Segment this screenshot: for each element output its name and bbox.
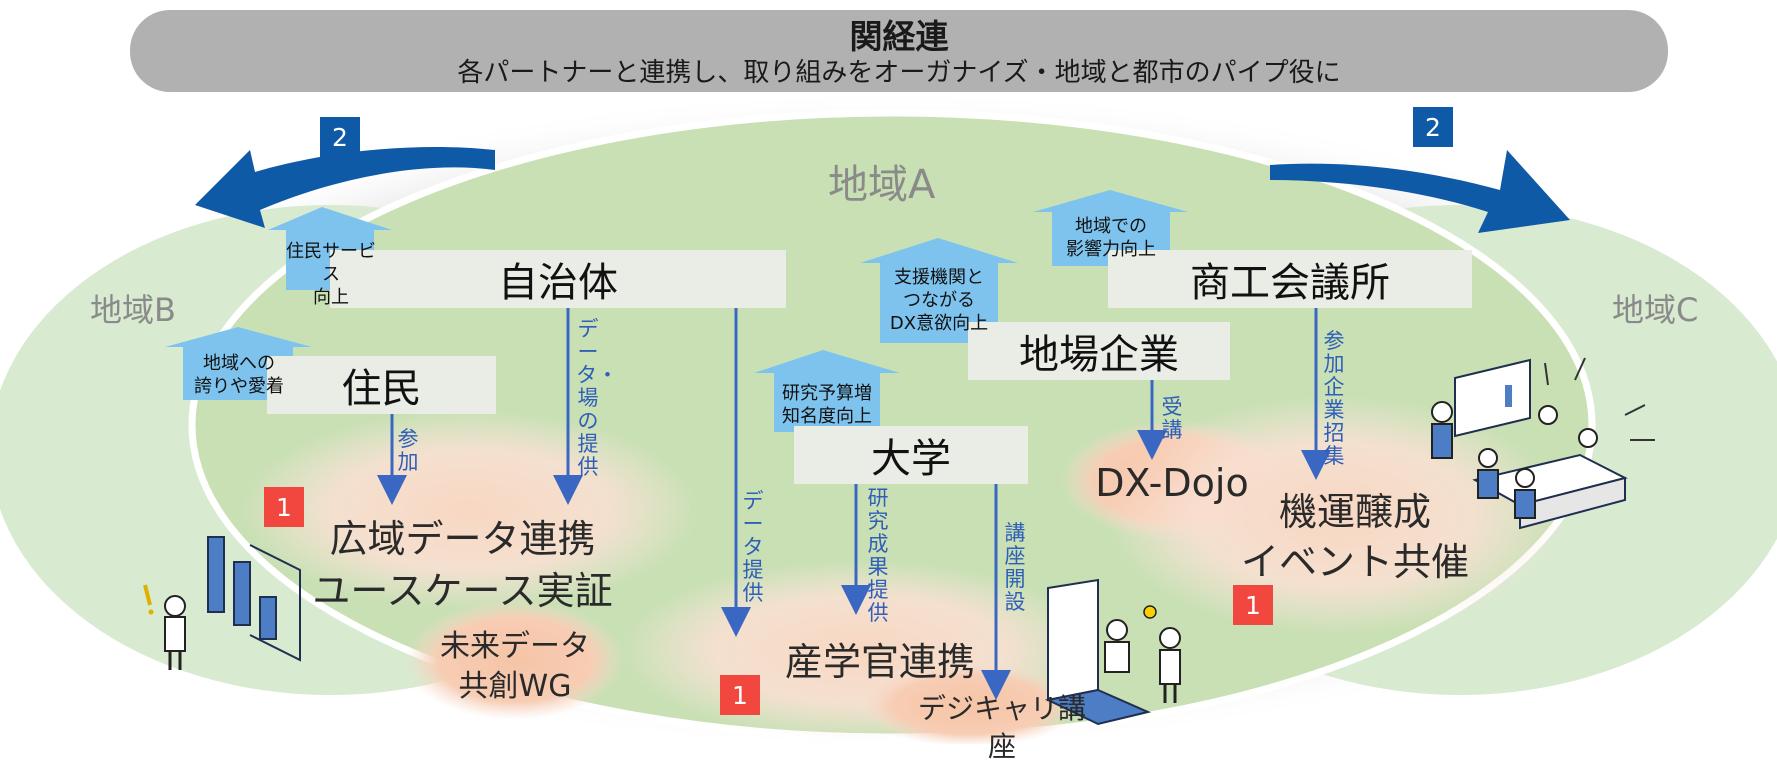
activity-dx-dojo: DX-Dojo — [1095, 461, 1249, 505]
activity-digikyari: デジキャリ講座 — [917, 692, 1086, 763]
badge-red-industry: 1 — [720, 675, 760, 715]
blob-wide-area — [240, 410, 700, 610]
flow-recruit-label: 参加企業招集 — [1323, 329, 1345, 468]
activity-wide-area-line2: ユースケース実証 — [312, 569, 613, 613]
badge-blue-left: 2 — [320, 117, 360, 157]
flow-data-provision-label: データ提供 — [742, 489, 764, 605]
big-arrow-left — [195, 146, 495, 228]
flow-research-label: 研究成果提供 — [867, 486, 889, 625]
flow-attend-label: 受講 — [1161, 395, 1183, 442]
region-b-label: 地域B — [90, 291, 176, 329]
benefit-residents: 地域への 誇りや愛着 — [194, 353, 284, 397]
activity-event-line1: 機運醸成 — [1278, 490, 1431, 534]
benefit-local-business: 支援機関と つながる DX意欲向上 — [889, 267, 989, 334]
blob-digikyari — [860, 663, 1080, 744]
benefit-municipality: 住民サービス 向上 — [286, 241, 376, 308]
activity-future-line1: 未来データ — [440, 629, 590, 664]
chart-person-illustration — [143, 536, 301, 670]
activity-wide-area-line1: 広域データ連携 — [329, 517, 596, 561]
actor-chamber: 商工会議所 — [1108, 250, 1472, 308]
region-c-label: 地域C — [1612, 291, 1699, 329]
actor-university: 大学 — [794, 426, 1028, 484]
actor-residents: 住民 — [267, 356, 496, 414]
actor-municipality: 自治体 — [330, 250, 786, 308]
badge-red-wide-area: 1 — [264, 487, 304, 527]
diagram-canvas: 関経連 各パートナーと連携し、取り組みをオーガナイズ・地域と都市のパイプ役に 地… — [0, 10, 1777, 763]
activity-industry-academia: 産学官連携 — [784, 640, 975, 684]
header-title: 関経連 — [849, 17, 949, 56]
badge-red-event: 1 — [1233, 585, 1273, 625]
actor-local-business: 地場企業 — [968, 322, 1230, 380]
meeting-illustration — [1431, 357, 1655, 530]
activity-event-line2: イベント共催 — [1240, 540, 1469, 584]
laptop-person-illustration — [1044, 578, 1181, 726]
up-arrow-chamber — [1033, 190, 1188, 266]
blob-future-wg — [405, 600, 625, 720]
big-arrow-right — [1270, 150, 1570, 233]
flow-course-label: 講座開設 — [1004, 521, 1026, 614]
region-a-label: 地域A — [828, 162, 936, 208]
up-arrow-local-business — [860, 238, 1018, 343]
benefit-chamber: 地域での 影響力向上 — [1066, 216, 1156, 260]
flow-data-venue-label: データ・場の提供 — [576, 317, 618, 479]
flow-participation-label: 参加 — [397, 427, 419, 474]
header-subtitle: 各パートナーと連携し、取り組みをオーガナイズ・地域と都市のパイプ役に — [457, 58, 1341, 88]
activity-future-line2: 共創WG — [458, 669, 572, 704]
header-banner: 関経連 各パートナーと連携し、取り組みをオーガナイズ・地域と都市のパイプ役に — [130, 10, 1668, 92]
badge-blue-right: 2 — [1413, 107, 1453, 147]
up-arrow-university — [754, 350, 900, 432]
benefit-university: 研究予算増 知名度向上 — [782, 383, 872, 427]
